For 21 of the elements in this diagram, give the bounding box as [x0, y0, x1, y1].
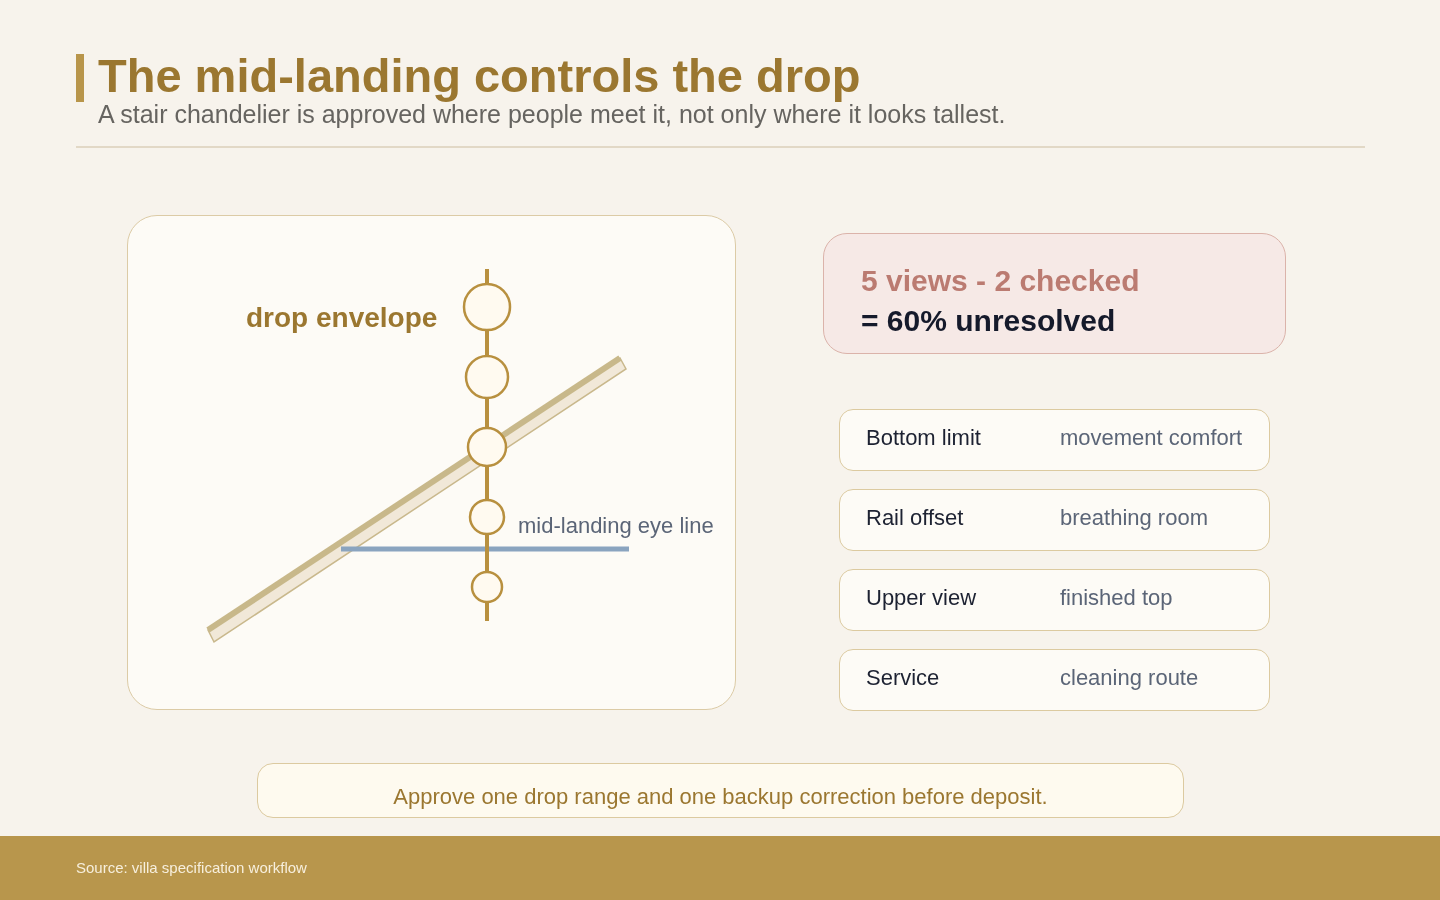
- spec-row: [839, 569, 1270, 631]
- spec-row: [839, 489, 1270, 551]
- illustration-label: mid-landing eye line: [518, 513, 714, 539]
- spec-row: [839, 409, 1270, 471]
- row-label: Upper view: [866, 585, 977, 611]
- stat-callout: [823, 233, 1286, 354]
- row-value: cleaning route: [1060, 665, 1199, 691]
- spec-row: [839, 649, 1270, 711]
- row-label: Bottom limit: [866, 425, 981, 451]
- row-value: breathing room: [1060, 505, 1208, 531]
- row-value: movement comfort: [1060, 425, 1243, 451]
- row-label: Rail offset: [866, 505, 964, 531]
- illustration-label: drop envelope: [246, 302, 438, 335]
- row-label: Service: [866, 665, 940, 691]
- note-text: Approve one drop range and one backup correction before deposit.: [393, 784, 1048, 810]
- source-note: Source: villa specification workflow: [76, 859, 307, 877]
- stat-result: = 60% unresolved: [861, 304, 1116, 339]
- stat-heading: 5 views - 2 checked: [861, 264, 1140, 299]
- row-value: finished top: [1060, 585, 1173, 611]
- note-banner: [257, 763, 1184, 818]
- illustration-card: [127, 215, 736, 710]
